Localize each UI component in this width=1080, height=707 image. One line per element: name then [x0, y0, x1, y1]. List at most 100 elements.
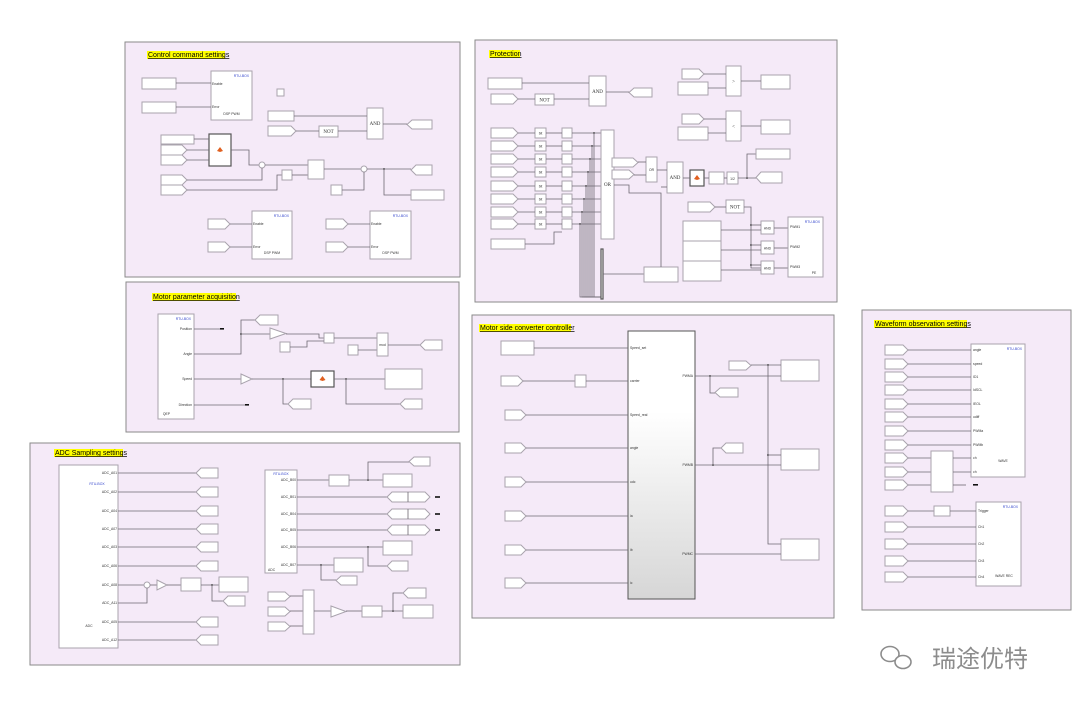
- pwm-output-block[interactable]: [780, 359, 820, 382]
- gain-block[interactable]: [330, 605, 348, 618]
- fault-latch-block[interactable]: [643, 266, 679, 283]
- constant-block[interactable]: [141, 101, 177, 114]
- and-block[interactable]: [760, 240, 775, 255]
- or-block-small[interactable]: [645, 156, 658, 183]
- display-block[interactable]: [382, 540, 413, 556]
- from-tag[interactable]: [160, 154, 188, 166]
- conversion-subsystem[interactable]: [930, 450, 954, 493]
- from-tag[interactable]: [267, 621, 291, 632]
- from-tag[interactable]: [504, 577, 527, 589]
- goto-tag[interactable]: [402, 587, 427, 599]
- goto-tag[interactable]: [195, 505, 219, 517]
- from-tag[interactable]: [490, 218, 519, 230]
- display-block[interactable]: [760, 74, 791, 90]
- from-tag[interactable]: [884, 439, 909, 451]
- from-tag[interactable]: [490, 206, 519, 218]
- display-block[interactable]: [402, 604, 434, 619]
- from-tag[interactable]: [728, 360, 752, 371]
- from-tag[interactable]: [267, 125, 297, 137]
- from-tag[interactable]: [267, 591, 291, 602]
- goto-from-pair[interactable]: [386, 491, 431, 503]
- rtu-pwm-trip-block[interactable]: [787, 216, 824, 278]
- goto-tag[interactable]: [410, 164, 433, 176]
- from-tag[interactable]: [207, 241, 231, 253]
- goto-tag[interactable]: [628, 87, 653, 98]
- controller-subsystem[interactable]: [627, 330, 696, 600]
- from-tag[interactable]: [504, 409, 527, 421]
- rtu-pwm-block[interactable]: [251, 210, 293, 260]
- goto-tag[interactable]: [195, 560, 219, 572]
- not-block[interactable]: [318, 125, 339, 138]
- mux-block[interactable]: [302, 589, 315, 635]
- display-block[interactable]: [760, 119, 791, 135]
- goto-tag[interactable]: [755, 171, 783, 184]
- from-tag[interactable]: [681, 68, 705, 80]
- qep-block[interactable]: [157, 313, 195, 420]
- constant-block[interactable]: [160, 134, 195, 145]
- logic-block[interactable]: [561, 218, 573, 230]
- from-tag[interactable]: [500, 375, 524, 387]
- not-block[interactable]: [534, 93, 555, 106]
- goto-tag[interactable]: [195, 523, 219, 535]
- bus-creator[interactable]: [600, 248, 604, 300]
- and-block[interactable]: [588, 75, 607, 107]
- from-tag[interactable]: [884, 571, 909, 583]
- goto-tag[interactable]: [406, 119, 433, 130]
- from-tag[interactable]: [884, 398, 909, 410]
- sum-block[interactable]: [258, 161, 266, 169]
- from-tag[interactable]: [884, 371, 909, 383]
- from-tag[interactable]: [490, 193, 519, 205]
- goto-tag[interactable]: [195, 486, 219, 498]
- constant-block[interactable]: [487, 77, 523, 90]
- from-tag[interactable]: [267, 606, 291, 617]
- goto-tag[interactable]: [287, 398, 312, 410]
- gain-block[interactable]: [269, 327, 288, 340]
- goto-tag[interactable]: [714, 387, 739, 398]
- constant-block[interactable]: [677, 126, 709, 141]
- wave-scope-block[interactable]: [970, 343, 1026, 478]
- logic-block[interactable]: [561, 206, 573, 218]
- from-tag[interactable]: [687, 201, 716, 213]
- constant-block[interactable]: [500, 340, 535, 356]
- conversion-block[interactable]: [361, 605, 383, 618]
- from-tag[interactable]: [884, 479, 909, 491]
- not-block-small[interactable]: [281, 169, 293, 181]
- from-tag[interactable]: [884, 452, 909, 464]
- pwm-output-block[interactable]: [780, 538, 820, 561]
- display-block[interactable]: [755, 148, 791, 160]
- from-tag[interactable]: [884, 425, 909, 437]
- from-tag[interactable]: [490, 153, 519, 165]
- from-tag[interactable]: [325, 218, 349, 230]
- from-tag[interactable]: [490, 127, 519, 139]
- mod-block[interactable]: [376, 332, 389, 357]
- trigger-block[interactable]: [933, 505, 951, 517]
- or-block[interactable]: [600, 129, 615, 240]
- goto-tag[interactable]: [408, 456, 431, 467]
- wave-recorder-block[interactable]: [975, 501, 1022, 587]
- constant-block[interactable]: [490, 238, 526, 250]
- goto-from-pair[interactable]: [386, 508, 431, 520]
- gain-block[interactable]: [240, 373, 254, 385]
- display-block[interactable]: [218, 576, 249, 593]
- from-tag[interactable]: [884, 555, 909, 567]
- goto-from-pair[interactable]: [386, 524, 431, 536]
- from-tag[interactable]: [160, 144, 188, 156]
- adc-block-a[interactable]: [58, 464, 119, 649]
- gain-block-box[interactable]: [708, 171, 725, 185]
- goto-tag[interactable]: [195, 541, 219, 553]
- conversion-block[interactable]: [328, 474, 350, 487]
- display-block[interactable]: [384, 368, 423, 390]
- from-tag[interactable]: [884, 384, 909, 396]
- display-block[interactable]: [410, 189, 445, 201]
- from-tag[interactable]: [490, 180, 519, 192]
- goto-tag[interactable]: [419, 339, 443, 351]
- from-tag[interactable]: [884, 358, 909, 370]
- from-tag[interactable]: [504, 476, 527, 488]
- constant-block[interactable]: [267, 110, 295, 122]
- small-constant[interactable]: [276, 88, 285, 97]
- rate-block[interactable]: [574, 374, 587, 388]
- goto-tag[interactable]: [335, 575, 358, 586]
- logic-block[interactable]: [561, 193, 573, 205]
- logic-block[interactable]: [561, 153, 573, 165]
- from-tag[interactable]: [884, 521, 909, 533]
